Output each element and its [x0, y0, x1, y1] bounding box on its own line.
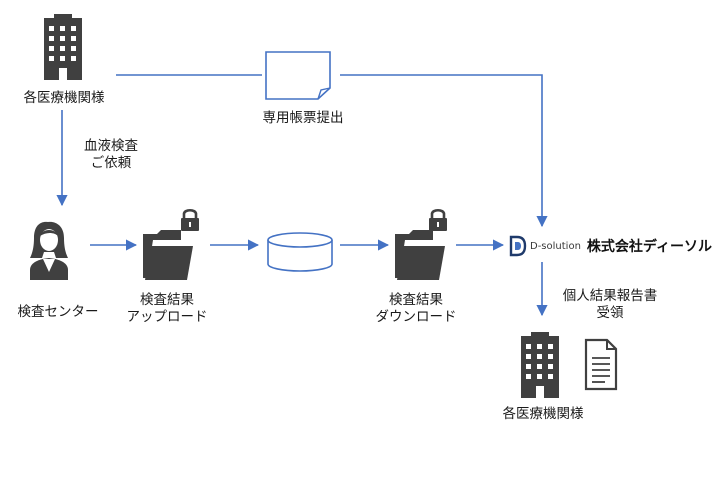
- document-shape: [265, 51, 331, 100]
- label-hospital-bottom: 各医療機関様: [502, 406, 584, 422]
- building-icon-bottom: [521, 332, 559, 398]
- label-report-line2: 受領: [596, 305, 624, 321]
- person-icon: [30, 221, 68, 280]
- label-form-submit: 専用帳票提出: [262, 110, 344, 126]
- company-name: 株式会社ディーソル: [586, 239, 712, 255]
- folder-download-icon: [395, 230, 445, 280]
- label-report-line1: 個人結果報告書: [562, 288, 658, 304]
- report-document-icon: [584, 338, 618, 391]
- company-brand: D-solution 株式会社ディーソル: [530, 236, 712, 256]
- lock-download-icon: [429, 208, 447, 231]
- company-logo-text: D-solution: [530, 240, 581, 252]
- label-upload-line2: アップロード: [126, 309, 208, 325]
- connectors: [56, 74, 548, 317]
- company-logo-icon: [509, 235, 527, 257]
- label-blood-request-line2: ご依頼: [90, 155, 132, 171]
- label-download-line2: ダウンロード: [375, 309, 457, 325]
- arrow-form-to-company: [340, 74, 548, 228]
- lock-upload-icon: [181, 208, 199, 231]
- building-icon: [44, 14, 82, 80]
- label-download-line1: 検査結果: [389, 292, 443, 308]
- database-cylinder: [267, 232, 333, 272]
- label-upload-line1: 検査結果: [140, 292, 194, 308]
- label-lab-center: 検査センター: [17, 304, 99, 320]
- label-hospital-top: 各医療機関様: [23, 90, 105, 106]
- folder-upload-icon: [143, 230, 193, 280]
- label-blood-request-line1: 血液検査: [84, 138, 138, 154]
